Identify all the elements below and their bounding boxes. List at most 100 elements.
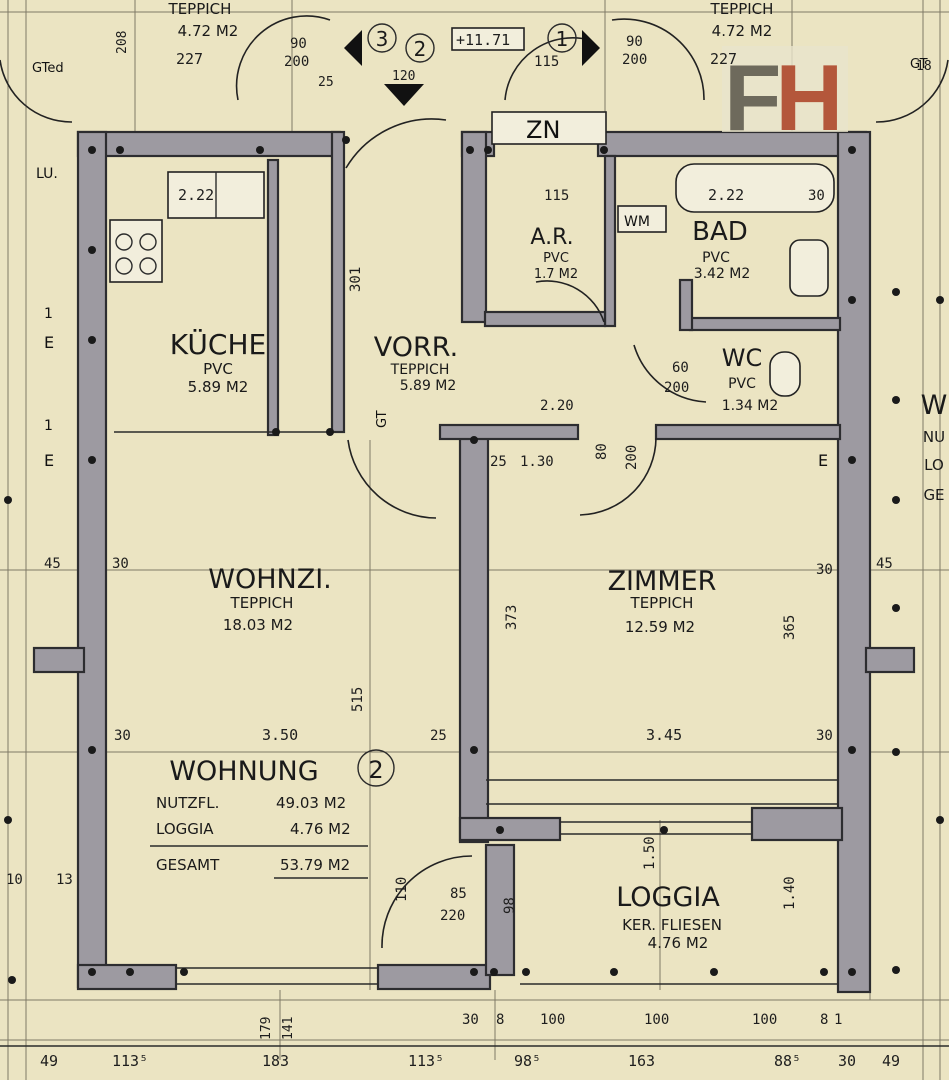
wm-box — [617, 205, 667, 233]
markers: 3 2 1 +11.71 ZN WM GT GT LU. E E E 1 1 G… — [32, 23, 928, 470]
room-line-3: GE — [923, 486, 944, 504]
dimensions: 3.50 515 3.45 365 373 2.22 2.22 115 301 … — [6, 59, 932, 1040]
top-90-a: 90 — [290, 36, 307, 52]
dim-ar-w: 115 — [544, 188, 569, 204]
doors — [0, 15, 949, 949]
grid-dot — [466, 146, 474, 154]
room-name: VORR. — [374, 332, 458, 363]
dim-179: 179 — [259, 1017, 274, 1040]
dim-13: 13 — [56, 872, 73, 888]
grid-dot — [88, 146, 96, 154]
bottom2-0: 30 — [462, 1012, 479, 1028]
grid-dot — [848, 968, 856, 976]
fixtures — [109, 27, 835, 397]
room-floor: TEPPICH — [630, 594, 694, 612]
grid-dot — [660, 826, 668, 834]
dim-130: 1.30 — [520, 454, 554, 470]
dim-30e: 30 — [808, 188, 825, 204]
wm-label: WM — [624, 214, 650, 230]
one-label-2: 1 — [44, 418, 53, 434]
grid-dot — [610, 968, 618, 976]
loggia-label: LOGGIA — [156, 820, 214, 838]
loggia-value: 4.76 M2 — [290, 820, 351, 838]
bottom-0: 49 — [40, 1052, 58, 1070]
top-25-a: 25 — [318, 75, 334, 90]
grid-dot — [4, 816, 12, 824]
room-floor: PVC — [543, 251, 569, 266]
top-dimensions: 227 208 90 200 25 90 200 227 115 120 — [115, 31, 737, 90]
grid-dots — [4, 136, 944, 984]
room-area: 1.34 M2 — [722, 398, 779, 414]
grid-dot — [496, 826, 504, 834]
grid-dot — [342, 136, 350, 144]
bathtub — [675, 163, 835, 213]
grid-dot — [892, 748, 900, 756]
grid-dot — [88, 968, 96, 976]
room-area: 18.03 M2 — [223, 616, 293, 634]
dim-30c: 30 — [816, 728, 833, 744]
bottom-dimensions: 49 113⁵ 183 113⁵ 98⁵ 163 88⁵ 30 49 30 8 … — [0, 1012, 949, 1070]
nutzfl-label: NUTZFL. — [156, 794, 219, 812]
room-wohnzi: WOHNZI. TEPPICH 18.03 M2 — [208, 564, 332, 634]
dim-200b: 200 — [664, 380, 689, 396]
dim-wohn-w: 3.50 — [262, 726, 298, 744]
zn-box — [491, 111, 607, 145]
dim-bad-w: 2.22 — [708, 186, 744, 204]
grid-dot — [892, 604, 900, 612]
grid-dot — [272, 428, 280, 436]
unit-title: WOHNUNG — [169, 756, 318, 787]
dim-60: 60 — [672, 360, 689, 376]
gted-label: GTed — [32, 61, 64, 76]
grid-dot — [256, 146, 264, 154]
grid-dot — [820, 968, 828, 976]
bottom-8: 49 — [882, 1052, 900, 1070]
grid-dot — [848, 296, 856, 304]
logo-text: FH — [724, 45, 837, 150]
grid-dot — [936, 816, 944, 824]
dim-kue-w: 2.22 — [178, 186, 214, 204]
room-area: 4.72 M2 — [178, 22, 239, 40]
zn-label: ZN — [526, 116, 560, 144]
dim-30b: 30 — [114, 728, 131, 744]
room-line-1: NU — [923, 428, 945, 446]
windows — [114, 431, 838, 985]
dim-80a: 80 — [594, 443, 610, 460]
room-kueche: KÜCHE PVC 5.89 M2 — [170, 327, 266, 396]
room-top-right: TEPPICH 4.72 M2 — [710, 0, 774, 40]
marker-3: 3 — [376, 27, 389, 51]
dim-140: 1.40 — [782, 876, 798, 910]
bottom2-5: 8 — [820, 1012, 828, 1028]
marker-1: 1 — [556, 27, 569, 51]
lu-label: LU. — [36, 166, 58, 182]
bottom2-6: 1 — [834, 1012, 842, 1028]
dim-30a: 30 — [112, 556, 129, 572]
dim-zimmer-w: 3.45 — [646, 726, 682, 744]
bottom-7: 30 — [838, 1052, 856, 1070]
dim-141: 141 — [281, 1017, 296, 1040]
room-area: 1.7 M2 — [534, 267, 578, 282]
grid-dot — [88, 336, 96, 344]
grid-dot — [470, 746, 478, 754]
grid-dot — [522, 968, 530, 976]
fh-logo: FH — [722, 45, 848, 150]
grid-dot — [848, 146, 856, 154]
dim-85: 85 — [450, 886, 467, 902]
bottom-4: 98⁵ — [514, 1052, 541, 1070]
level-mark: +11.71 — [456, 31, 510, 49]
room-floor: PVC — [728, 376, 756, 392]
dim-45b: 45 — [876, 556, 893, 572]
room-floor: PVC — [702, 250, 730, 266]
grid-dot — [892, 966, 900, 974]
room-ar: A.R. PVC 1.7 M2 — [530, 225, 578, 282]
room-name: KÜCHE — [170, 327, 266, 361]
dim-220b: 220 — [440, 908, 465, 924]
top-200-a: 200 — [284, 54, 309, 70]
grid-dot — [600, 146, 608, 154]
grid-dot — [180, 968, 188, 976]
room-top-left: TEPPICH 4.72 M2 — [168, 0, 239, 40]
grid-dot — [116, 146, 124, 154]
grid-dot — [484, 146, 492, 154]
room-loggia: LOGGIA KER. FLIESEN 4.76 M2 — [616, 882, 722, 952]
bottom-1: 113⁵ — [112, 1052, 148, 1070]
